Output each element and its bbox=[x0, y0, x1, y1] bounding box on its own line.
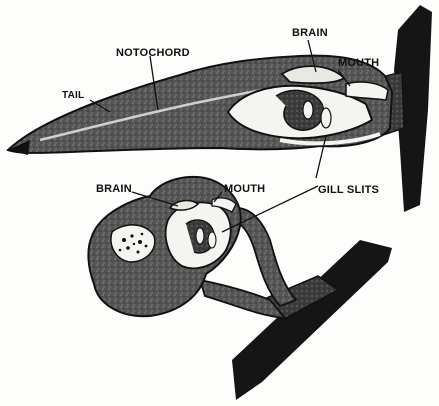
label-mouth-top: MOUTH bbox=[338, 57, 379, 69]
attachment-plate-bottom bbox=[232, 240, 392, 400]
gill-slit-bottom-2 bbox=[208, 232, 216, 248]
tail-mass bbox=[111, 225, 155, 262]
gill-slit-top-1 bbox=[303, 101, 313, 119]
gill-slit-top-2 bbox=[321, 108, 331, 128]
label-mouth-bottom: MOUTH bbox=[224, 183, 265, 195]
label-gill-slits: GILL SLITS bbox=[318, 184, 379, 196]
label-notochord: NOTOCHORD bbox=[116, 47, 190, 59]
label-tail: TAIL bbox=[62, 90, 84, 101]
gill-slit-bottom-1 bbox=[196, 228, 204, 244]
label-brain-bottom: BRAIN bbox=[96, 183, 132, 195]
label-brain-top: BRAIN bbox=[292, 27, 328, 39]
